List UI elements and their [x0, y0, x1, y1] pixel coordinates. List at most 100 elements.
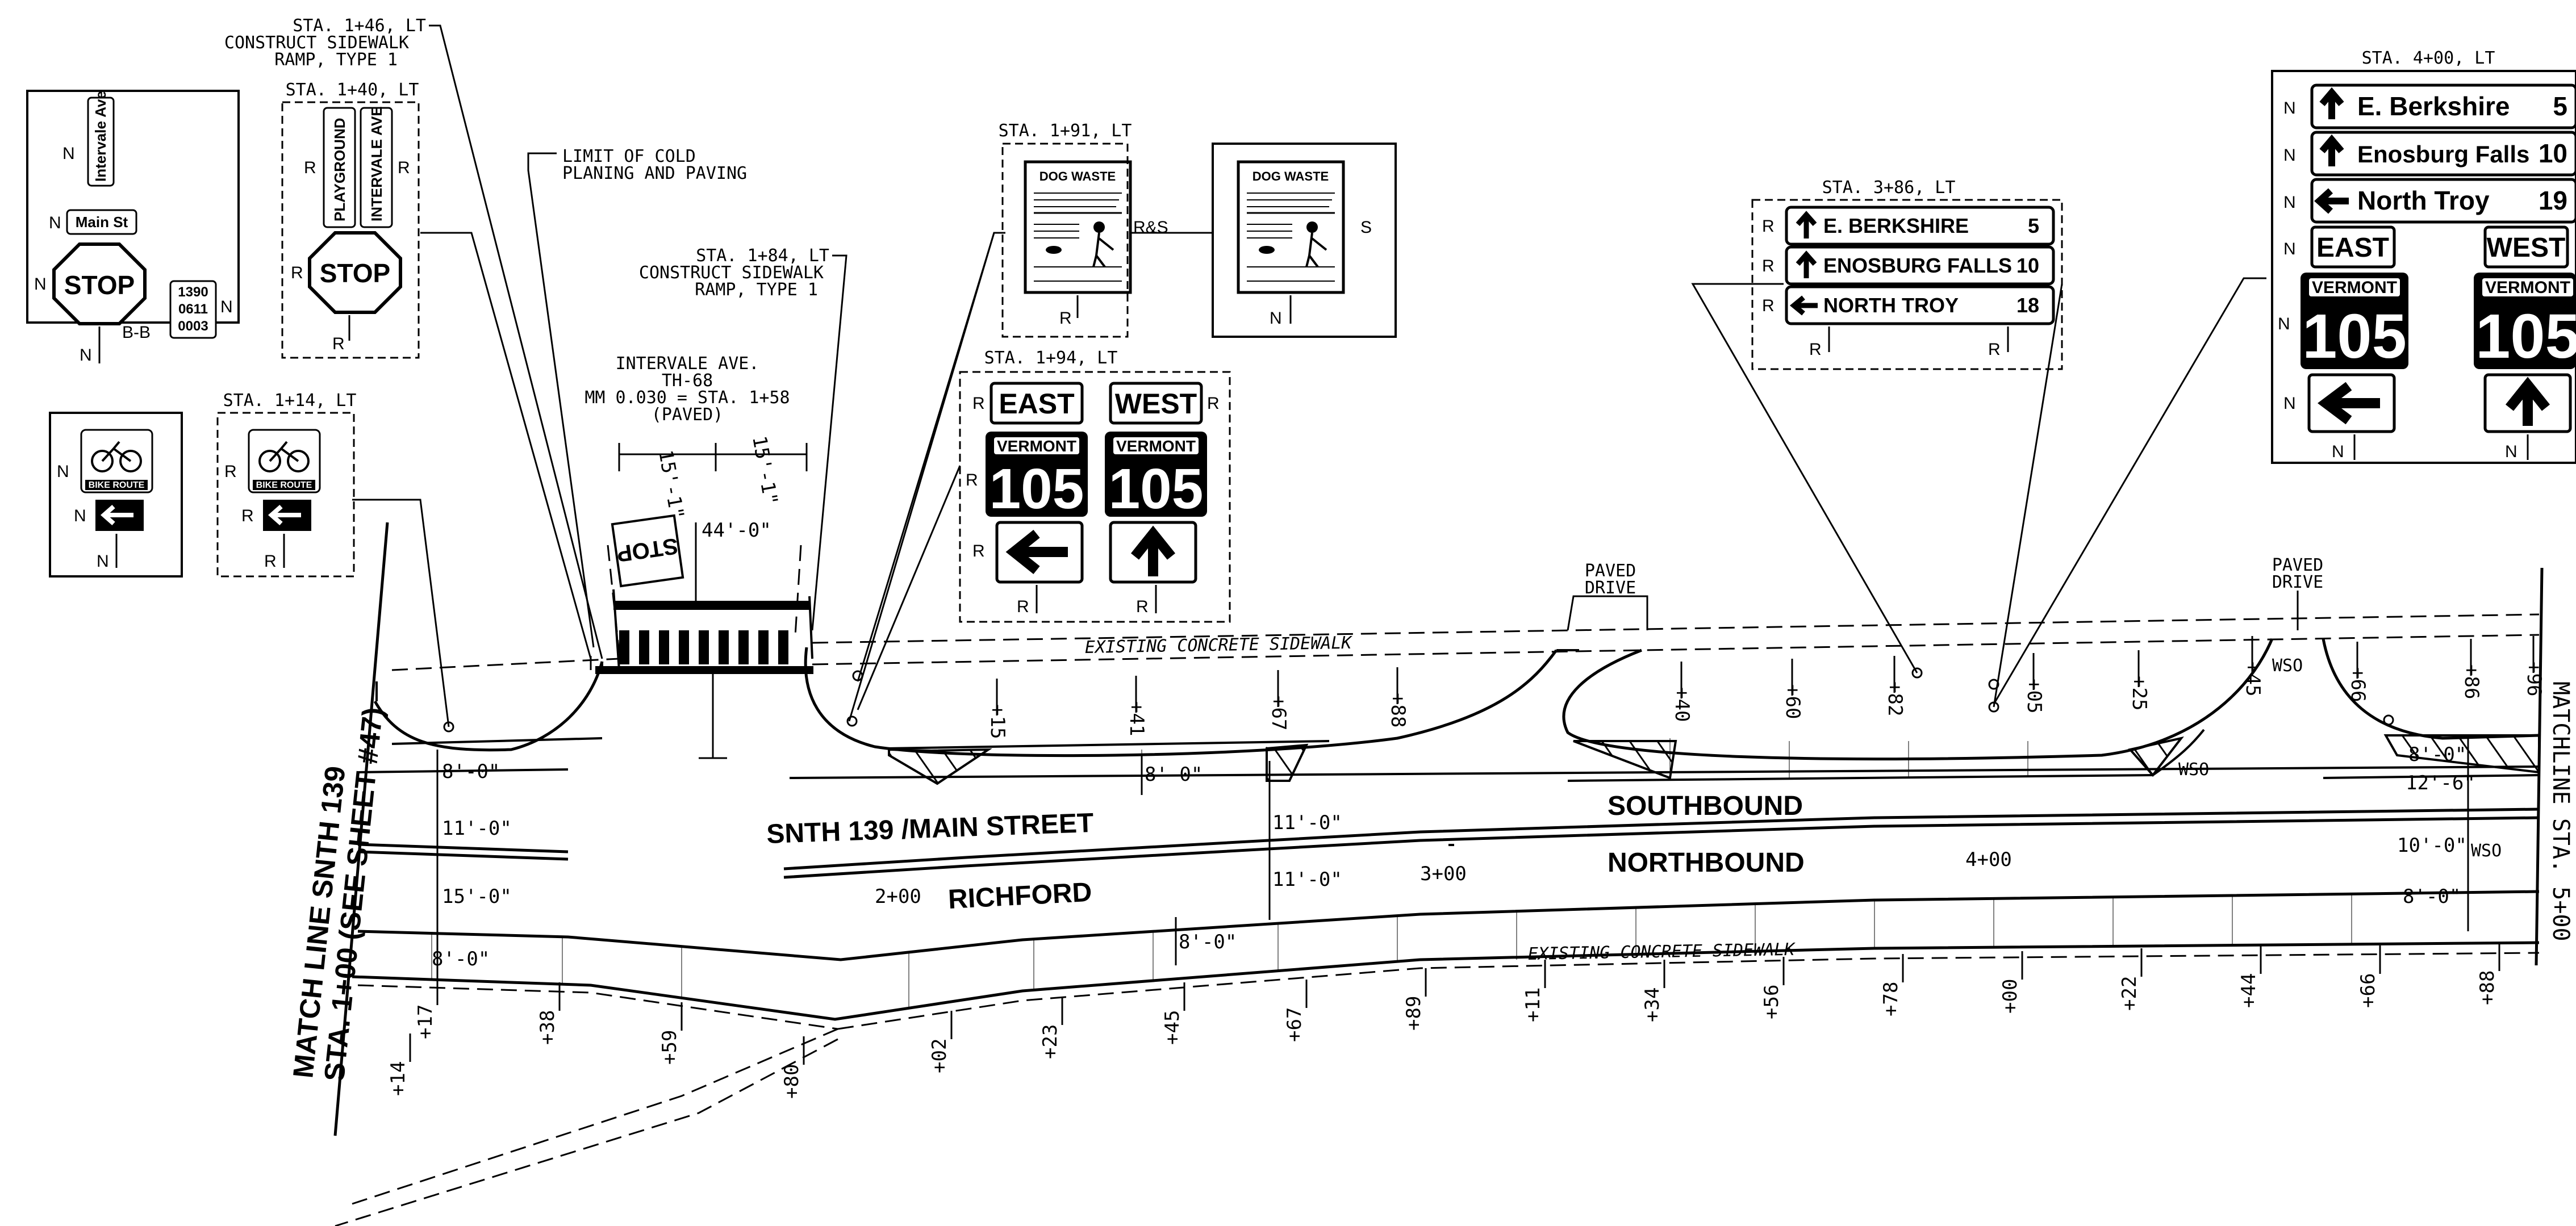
svg-text:+67: +67	[1283, 1007, 1306, 1042]
tick-lower-14: +78	[1880, 954, 1904, 1016]
svg-text:11'-0": 11'-0"	[1272, 868, 1342, 891]
tick-lower-4: +59	[658, 1002, 683, 1065]
tick-upper-1: +15	[986, 679, 1009, 739]
svg-text:8'-0": 8'-0"	[442, 760, 500, 783]
svg-text:STA. 1+84, LT: STA. 1+84, LT	[696, 246, 829, 266]
sta-4-00-label: STA. 4+00, LT	[2362, 48, 2495, 68]
berkshire-dist-2: 5	[2553, 91, 2567, 121]
route-105-4: 105	[2475, 302, 2576, 371]
sta400-n7: N	[2332, 442, 2344, 461]
svg-text:PAVED: PAVED	[2272, 555, 2323, 575]
sign-box-sta-1-91: STA. 1+91, LT DOG WASTE R&S R	[999, 121, 1168, 338]
wso-label-3: WSO	[2471, 841, 2502, 861]
sign-box-sta-1-40: STA. 1+40, LT PLAYGROUND INTERVALE AVE R…	[281, 80, 420, 359]
svg-text:+22: +22	[2118, 976, 2141, 1011]
svg-text:+78: +78	[1880, 982, 1902, 1016]
svg-text:10'-0": 10'-0"	[2397, 834, 2467, 857]
sta114-r3: R	[264, 552, 277, 571]
sign-leaders	[352, 232, 2394, 733]
sta191-r: R	[1059, 309, 1072, 328]
roadway-linework	[333, 522, 2544, 1226]
tick-lower-8: +45	[1161, 982, 1185, 1045]
vermont-text-4: VERMONT	[2485, 278, 2570, 297]
match-line-right: MATCHLINE STA. 5+00	[2548, 681, 2574, 942]
southbound-label: SOUTHBOUND	[1608, 791, 1803, 821]
roadway-dimensions: 8'-0" 11'-0" 15'-0" 8'-0" 8'-0" 11'-0" 1…	[432, 738, 2475, 977]
svg-text:MM 0.030 = STA. 1+58: MM 0.030 = STA. 1+58	[584, 388, 790, 408]
svg-text:CONSTRUCT SIDEWALK: CONSTRUCT SIDEWALK	[224, 33, 409, 53]
svg-text:+38: +38	[536, 1010, 559, 1045]
tick-lower-7: +23	[1039, 997, 1063, 1059]
sta140-r3: R	[291, 263, 303, 282]
svg-text:+02: +02	[928, 1039, 951, 1073]
note-limit-planing: LIMIT OF COLD PLANING AND PAVING	[527, 147, 747, 648]
wso-label-2: WSO	[2178, 760, 2209, 780]
bike-route-text-1: BIKE ROUTE	[89, 480, 145, 490]
sta400-n8: N	[2505, 442, 2517, 461]
sign-box-dog-waste-right: DOG WASTE S N	[1130, 143, 1397, 338]
northtroy-mixed: North Troy	[2357, 186, 2490, 215]
crosswalk	[613, 602, 809, 664]
pavement-stop-marking: STOP	[611, 514, 684, 588]
svg-text:8'-0": 8'-0"	[1179, 931, 1237, 953]
tick-upper-7: +82	[1884, 656, 1906, 716]
svg-text:8'-0": 8'-0"	[2408, 743, 2466, 766]
tick-upper-10: +45	[2241, 636, 2264, 696]
route-105-1: 105	[990, 457, 1084, 521]
sta400-n2: N	[2283, 146, 2296, 165]
route-105-2: 105	[1109, 457, 1204, 521]
tick-upper-3: +67	[1267, 670, 1290, 730]
svg-text:44'-0": 44'-0"	[702, 519, 771, 542]
berkshire-mixed: E. Berkshire	[2357, 91, 2510, 121]
sign-box-sta-4-00: STA. 4+00, LT E. Berkshire 5 Enosburg Fa…	[2271, 48, 2576, 464]
bb-n3: N	[34, 275, 47, 294]
code-line-3: 0003	[178, 319, 208, 334]
west-text-2: WEST	[2487, 233, 2566, 263]
west-text: WEST	[1115, 388, 1197, 420]
bb-n5: N	[80, 346, 92, 365]
tick-lower-9: +67	[1283, 980, 1308, 1042]
dog-n: N	[1270, 309, 1282, 328]
svg-text:+66: +66	[2357, 973, 2379, 1008]
svg-text:12'-6": 12'-6"	[2406, 772, 2475, 794]
sta194-r5: R	[1017, 597, 1029, 616]
sign-box-sta-1-14: STA. 1+14, LT BIKE ROUTE R R R	[216, 391, 356, 578]
bb-label: B-B	[122, 323, 151, 342]
tick-lower-10: +89	[1402, 968, 1427, 1031]
existing-sidewalk-upper: EXISTING CONCRETE SIDEWALK	[1085, 633, 1353, 658]
tick-upper-12: +86	[2460, 639, 2483, 699]
svg-text:15'-1": 15'-1"	[748, 434, 782, 507]
svg-text:+23: +23	[1039, 1024, 1062, 1059]
svg-text:PAVED: PAVED	[1585, 561, 1636, 581]
bb-n1: N	[62, 144, 75, 163]
northtroy-dist-2: 19	[2539, 186, 2567, 215]
svg-text:RAMP, TYPE 1: RAMP, TYPE 1	[274, 50, 398, 70]
sta194-r4: R	[972, 542, 985, 560]
sta386-r2: R	[1762, 257, 1775, 275]
street-sign-intervale: Intervale Ave	[92, 91, 109, 182]
stop-sign-2	[308, 231, 402, 314]
svg-text:+89: +89	[1402, 996, 1425, 1031]
vermont-text-1: VERMONT	[997, 437, 1076, 455]
svg-text:+34: +34	[1641, 988, 1664, 1022]
northtroy-caps: NORTH TROY	[1823, 294, 1959, 317]
tick-lower-19: +88	[2476, 943, 2500, 1005]
match-line-left: MATCH LINE SNTH 139 STA. 1+00 (SEE SHEET…	[287, 706, 389, 1083]
route-105-3: 105	[2302, 302, 2407, 371]
tick-upper-8: +05	[2023, 653, 2045, 713]
tick-lower-5: +80	[780, 1036, 805, 1099]
svg-text:8'-0": 8'-0"	[1145, 763, 1203, 786]
tick-upper-13: +96	[2523, 636, 2545, 696]
sta386-r5: R	[1988, 340, 2001, 359]
northbound-label: NORTHBOUND	[1608, 848, 1805, 878]
tick-lower-16: +22	[2118, 948, 2143, 1011]
svg-text:+00: +00	[1999, 979, 2022, 1014]
sta140-r2: R	[398, 158, 410, 177]
enosburg-caps: ENOSBURG FALLS	[1823, 254, 2012, 277]
stop-text-1: STOP	[64, 270, 135, 300]
tick-lower-6: +02	[928, 1011, 953, 1073]
lower-ticks: +14 +17 +38 +59 +80 +02 +23 +45 +67 +89 …	[387, 943, 2500, 1099]
road-labels: SNTH 139 /MAIN STREET RICHFORD SOUTHBOUN…	[766, 791, 2012, 915]
tick-lower-3: +38	[536, 982, 561, 1045]
